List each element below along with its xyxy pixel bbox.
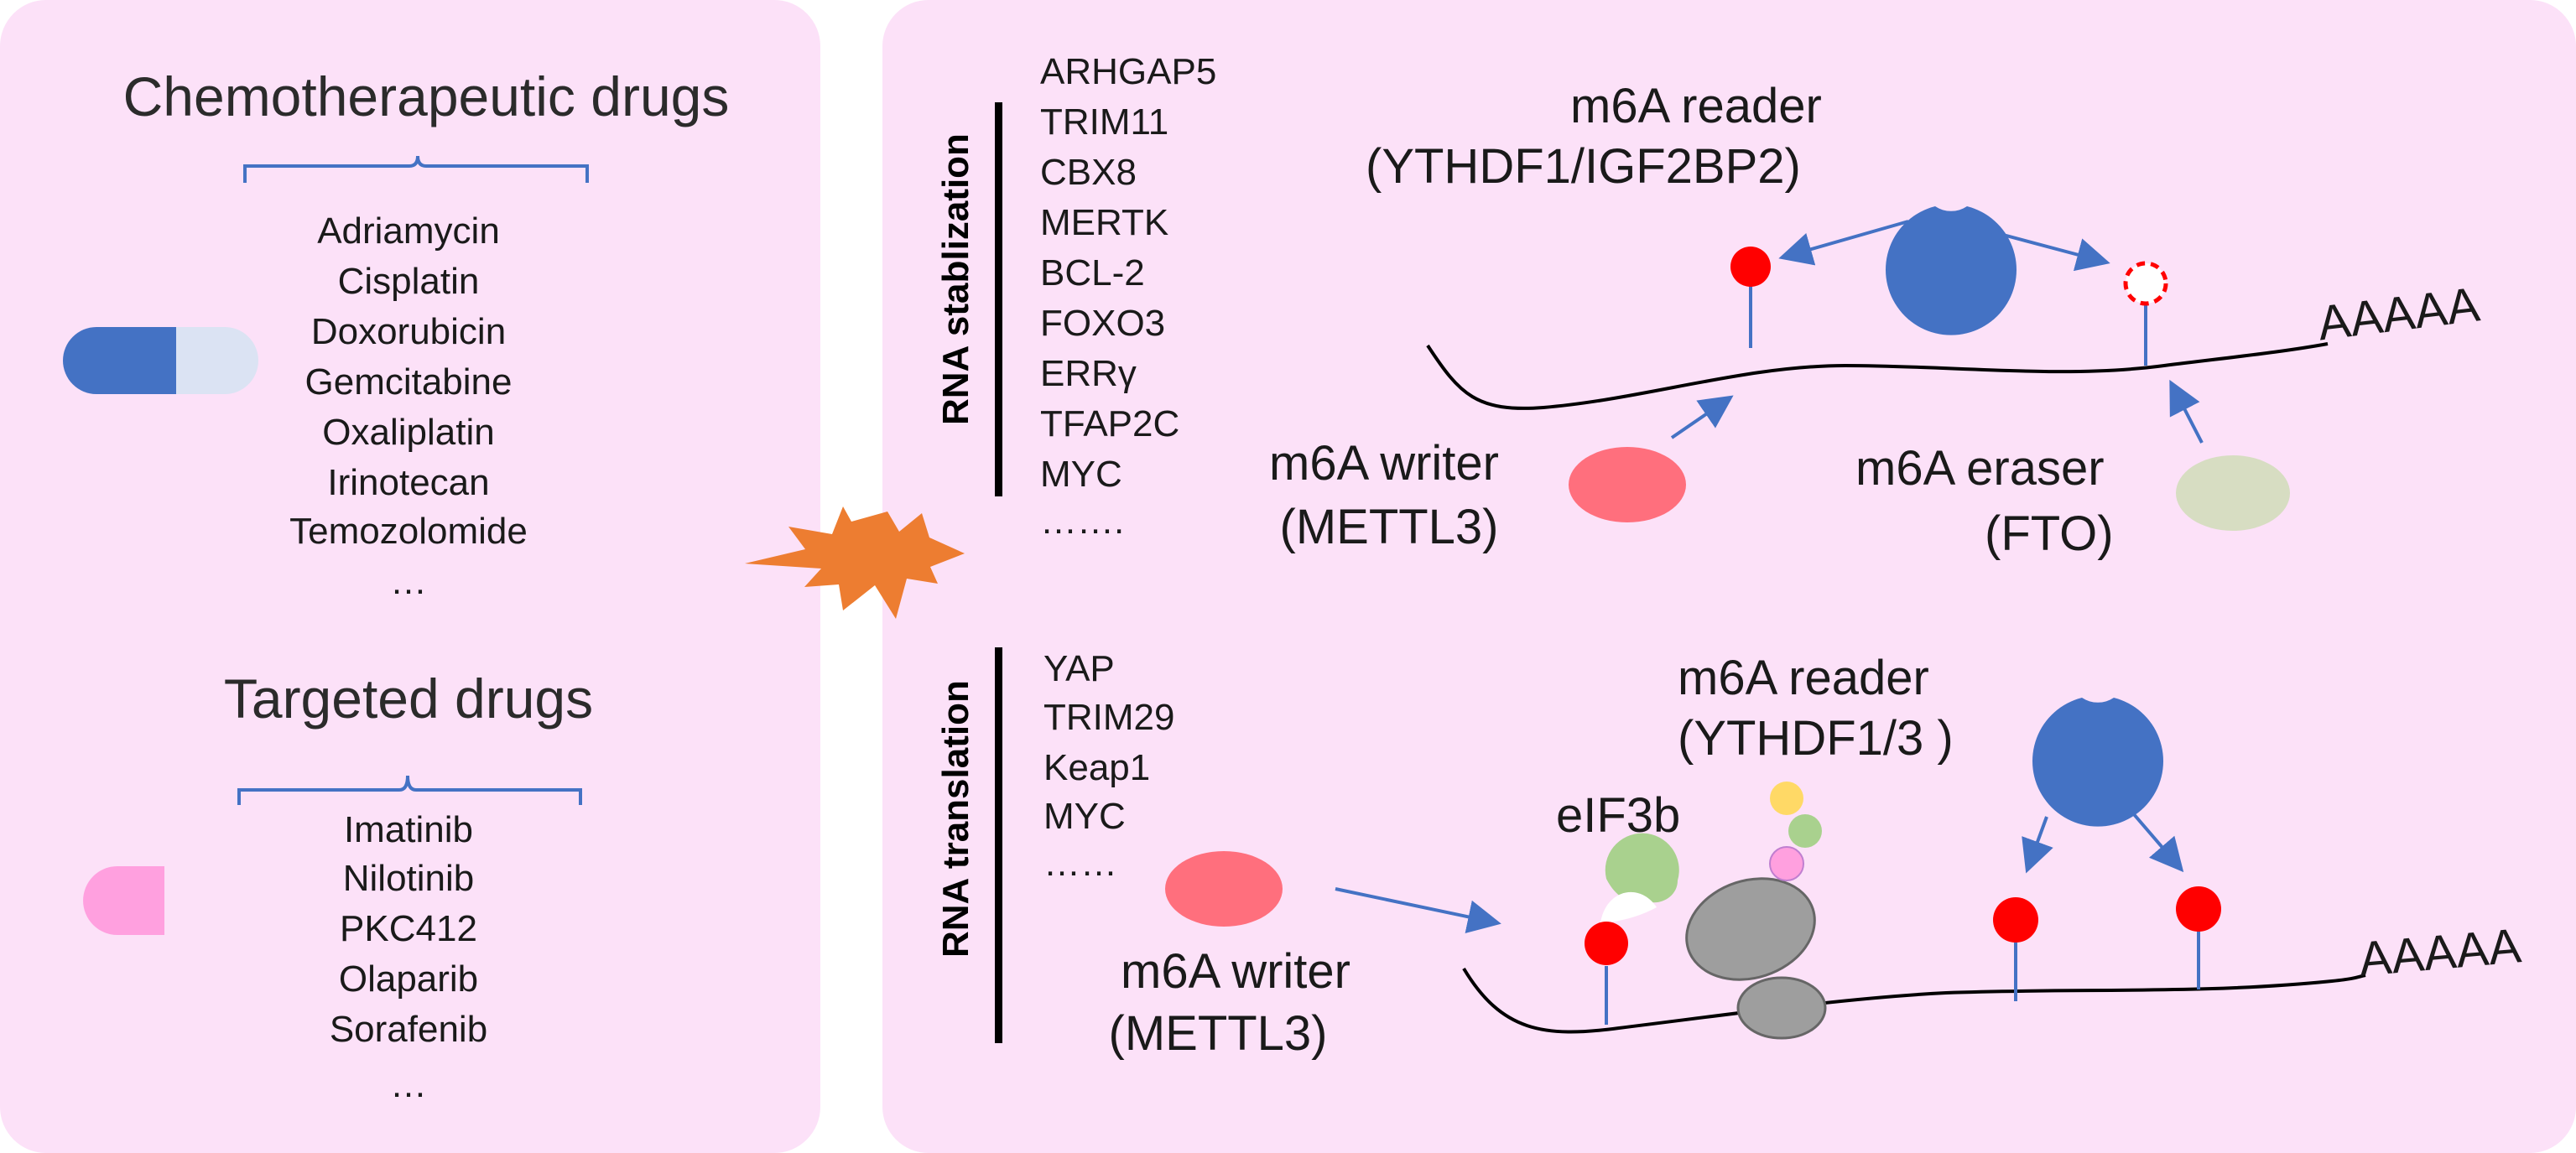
pill-icon xyxy=(83,866,164,935)
writer-protein-bottom xyxy=(1165,851,1283,927)
reader-protein-bottom xyxy=(2032,698,2164,827)
m6a-mark-bottom-1 xyxy=(1993,897,2038,943)
writer-title-top: m6A writer xyxy=(1269,436,1499,491)
stabilization-gene: MYC xyxy=(1040,454,1122,495)
stabilization-bar xyxy=(995,102,1002,496)
writer-sub-top: (METTL3) xyxy=(1279,500,1499,554)
interaction-burst-icon xyxy=(745,506,965,619)
factor-pink xyxy=(1769,846,1804,881)
translation-gene: Keap1 xyxy=(1043,747,1151,788)
stabilization-gene: FOXO3 xyxy=(1040,303,1166,344)
translation-gene: YAP xyxy=(1043,648,1115,689)
stabilization-gene: ARHGAP5 xyxy=(1040,51,1217,92)
targeted-drug: Imatinib xyxy=(343,809,474,850)
targeted-drug: Sorafenib xyxy=(329,1009,488,1050)
eraser-title: m6A eraser xyxy=(1855,441,2105,496)
targeted-drug: Olaparib xyxy=(338,958,479,1000)
m6a-mark-top xyxy=(1730,247,1771,287)
m6a-mark-eif xyxy=(1585,922,1628,965)
eraser-protein xyxy=(2176,455,2290,531)
reader-sub-bottom: (YTHDF1/3 ) xyxy=(1678,711,1954,766)
stabilization-gene: TFAP2C xyxy=(1040,403,1180,444)
eif3b-protein xyxy=(1605,833,1679,904)
factor-yellow xyxy=(1770,782,1803,815)
chemo-drug: Adriamycin xyxy=(317,210,500,252)
capsule-icon xyxy=(63,327,258,394)
stabilization-label: RNA stablization xyxy=(935,133,976,425)
eraser-sub: (FTO) xyxy=(1985,506,2114,561)
eif3b-label: eIF3b xyxy=(1556,788,1681,843)
translation-gene: MYC xyxy=(1043,796,1126,837)
translation-bar xyxy=(995,647,1002,1043)
translation-gene-ellipsis: …… xyxy=(1043,843,1117,884)
targeted-drug: PKC412 xyxy=(340,908,477,949)
stabilization-gene-ellipsis: ……. xyxy=(1040,501,1125,542)
ribosome-large-subunit xyxy=(1685,877,1816,981)
chemo-drug: Cisplatin xyxy=(337,261,480,302)
stabilization-gene: MERTK xyxy=(1040,202,1169,243)
m6a-mark-erased xyxy=(2123,261,2168,306)
reader-sub-top: (YTHDF1/IGF2BP2) xyxy=(1366,139,1801,194)
stabilization-gene: ERRγ xyxy=(1040,353,1137,394)
reader-protein-top xyxy=(1886,206,2017,335)
chemo-drug-ellipsis: … xyxy=(390,561,427,602)
chemo-drug: Temozolomide xyxy=(289,511,528,552)
factor-green xyxy=(1788,814,1822,848)
mrna-strand-top xyxy=(1426,342,2329,410)
chemo-drug: Doxorubicin xyxy=(310,311,507,352)
reader-title-top: m6A reader xyxy=(1570,79,1822,133)
targeted-drug: Nilotinib xyxy=(342,858,475,899)
stabilization-gene: TRIM11 xyxy=(1040,101,1169,143)
writer-protein-top xyxy=(1569,447,1686,522)
targeted-brace xyxy=(237,775,582,805)
chemo-drug: Gemcitabine xyxy=(304,361,513,403)
mrna-strand-bottom xyxy=(1462,967,2366,1034)
stabilization-gene: CBX8 xyxy=(1040,152,1137,193)
reader-title-bottom: m6A reader xyxy=(1678,651,1929,705)
writer-sub-bottom: (METTL3) xyxy=(1108,1006,1328,1061)
stabilization-gene: BCL-2 xyxy=(1040,252,1145,293)
translation-gene: TRIM29 xyxy=(1043,697,1175,738)
drug-panel xyxy=(0,0,820,1153)
chemo-drug: Irinotecan xyxy=(327,462,490,503)
m6a-mark-bottom-2 xyxy=(2176,886,2221,932)
targeted-drug-ellipsis: … xyxy=(390,1064,427,1105)
targeted-title: Targeted drugs xyxy=(223,667,594,730)
writer-title-bottom: m6A writer xyxy=(1121,944,1350,999)
ribosome-small-subunit xyxy=(1736,976,1827,1040)
chemo-title: Chemotherapeutic drugs xyxy=(122,65,730,127)
translation-label: RNA translation xyxy=(935,680,976,958)
chemo-drug: Oxaliplatin xyxy=(322,412,495,453)
chemo-brace xyxy=(243,155,589,183)
